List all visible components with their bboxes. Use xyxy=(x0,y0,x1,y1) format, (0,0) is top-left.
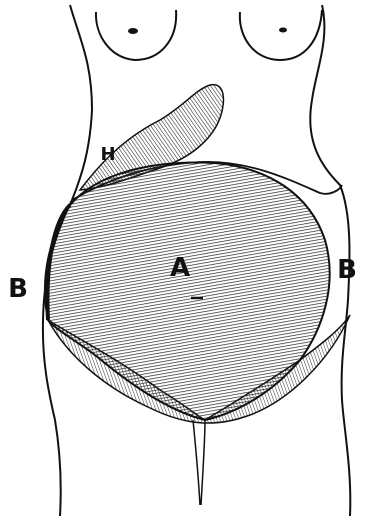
label-liver-h: H xyxy=(100,144,115,165)
label-left-flank-b: B xyxy=(8,274,28,304)
label-organ-a: A xyxy=(170,253,190,283)
left-nipple xyxy=(128,28,138,34)
right-breast-outline xyxy=(240,10,322,60)
left-breast-outline xyxy=(96,10,176,60)
pubic-line-2 xyxy=(201,420,205,505)
right-nipple xyxy=(279,28,287,33)
label-right-flank-b: B xyxy=(337,255,357,285)
pubic-line xyxy=(193,420,200,505)
